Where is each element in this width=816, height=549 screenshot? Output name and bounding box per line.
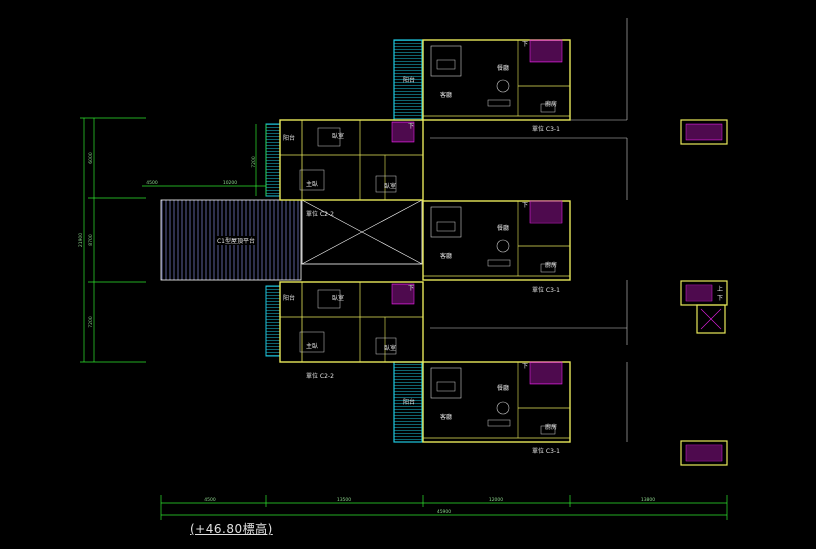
unit-c2-2-lower-labels: 阳台 臥室 主臥 臥室 下 單位 C2-2: [283, 285, 414, 380]
dim-left-total: 21900: [78, 233, 84, 247]
dim-terrace-2: 10200: [223, 180, 237, 186]
roof-terrace: C1型屋頂平台: [160, 199, 423, 281]
dimension-lines: [80, 117, 728, 520]
room-woshi: 臥室: [332, 294, 344, 302]
room-keting: 客廳: [440, 91, 452, 99]
dim-bottom-3: 12000: [489, 497, 503, 503]
room-chufang: 廚房: [545, 261, 557, 269]
room-canting: 餐廳: [497, 384, 509, 392]
stair-core-bottom: [680, 440, 728, 466]
unit-c3-1-middle-labels: 客廳 餐廳 廚房 下 單位 C3-1: [440, 202, 560, 294]
dim-bottom-total: 45900: [437, 509, 451, 515]
room-zhuwo: 主臥: [306, 342, 318, 350]
dim-bottom-4: 13800: [641, 497, 655, 503]
unit-c2-2-lower: [265, 281, 424, 363]
stair-down: 下: [408, 123, 414, 130]
room-yangtai: 阳台: [403, 76, 415, 84]
terrace-label: C1型屋頂平台: [217, 237, 255, 245]
dimension-labels: 4500 13500 12000 13800 45900 4500 10200 …: [78, 152, 655, 515]
unit-c3-1-bottom-labels: 阳台 客廳 餐廳 廚房 下 單位 C3-1: [403, 363, 560, 455]
stair-down: 下: [717, 295, 723, 302]
unit-label: 單位 C3-1: [532, 286, 560, 294]
stair-up: 上: [717, 285, 723, 293]
room-chufang: 廚房: [545, 100, 557, 108]
room-canting: 餐廳: [497, 224, 509, 232]
dim-left-1: 6000: [88, 152, 94, 164]
dim-terrace-1: 4500: [146, 180, 158, 186]
unit-label: 單位 C2-2: [306, 210, 334, 218]
unit-c3-1-bottom: [393, 361, 571, 443]
unit-c3-1-middle: [422, 200, 571, 281]
room-keting: 客廳: [440, 252, 452, 260]
dim-balcony: 7200: [251, 156, 257, 168]
room-keting: 客廳: [440, 413, 452, 421]
room-yangtai: 阳台: [283, 294, 295, 302]
dim-left-3: 7200: [88, 316, 94, 328]
unit-label: 單位 C3-1: [532, 125, 560, 133]
stair-down: 下: [522, 202, 528, 209]
stair-core-top: [680, 119, 728, 145]
room-yangtai: 阳台: [283, 134, 295, 142]
room-zhuwo: 主臥: [306, 180, 318, 188]
unit-c3-1-top-labels: 阳台 客廳 餐廳 廚房 下 單位 C3-1: [403, 41, 560, 133]
unit-c2-2-upper-labels: 阳台 臥室 主臥 臥室 下 單位 C2-2: [283, 123, 414, 218]
room-woshi: 臥室: [384, 344, 396, 352]
unit-label: 單位 C3-1: [532, 447, 560, 455]
unit-label: 單位 C2-2: [306, 372, 334, 380]
site-lines: [430, 18, 628, 442]
dim-bottom-1: 4500: [204, 497, 216, 503]
room-chufang: 廚房: [545, 423, 557, 431]
dim-left-2: 8700: [88, 234, 94, 246]
dim-bottom-2: 13500: [337, 497, 351, 503]
stair-down: 下: [408, 285, 414, 292]
elevation-label: (+46.80標高): [190, 522, 273, 536]
unit-c3-1-top: [393, 39, 571, 121]
room-woshi: 臥室: [332, 132, 344, 140]
stair-core-middle: 上 下: [680, 280, 728, 334]
stair-down: 下: [522, 363, 528, 370]
unit-c2-2-upper: [265, 119, 424, 201]
room-canting: 餐廳: [497, 64, 509, 72]
room-woshi: 臥室: [384, 182, 396, 190]
stair-down: 下: [522, 41, 528, 48]
room-yangtai: 阳台: [403, 398, 415, 406]
